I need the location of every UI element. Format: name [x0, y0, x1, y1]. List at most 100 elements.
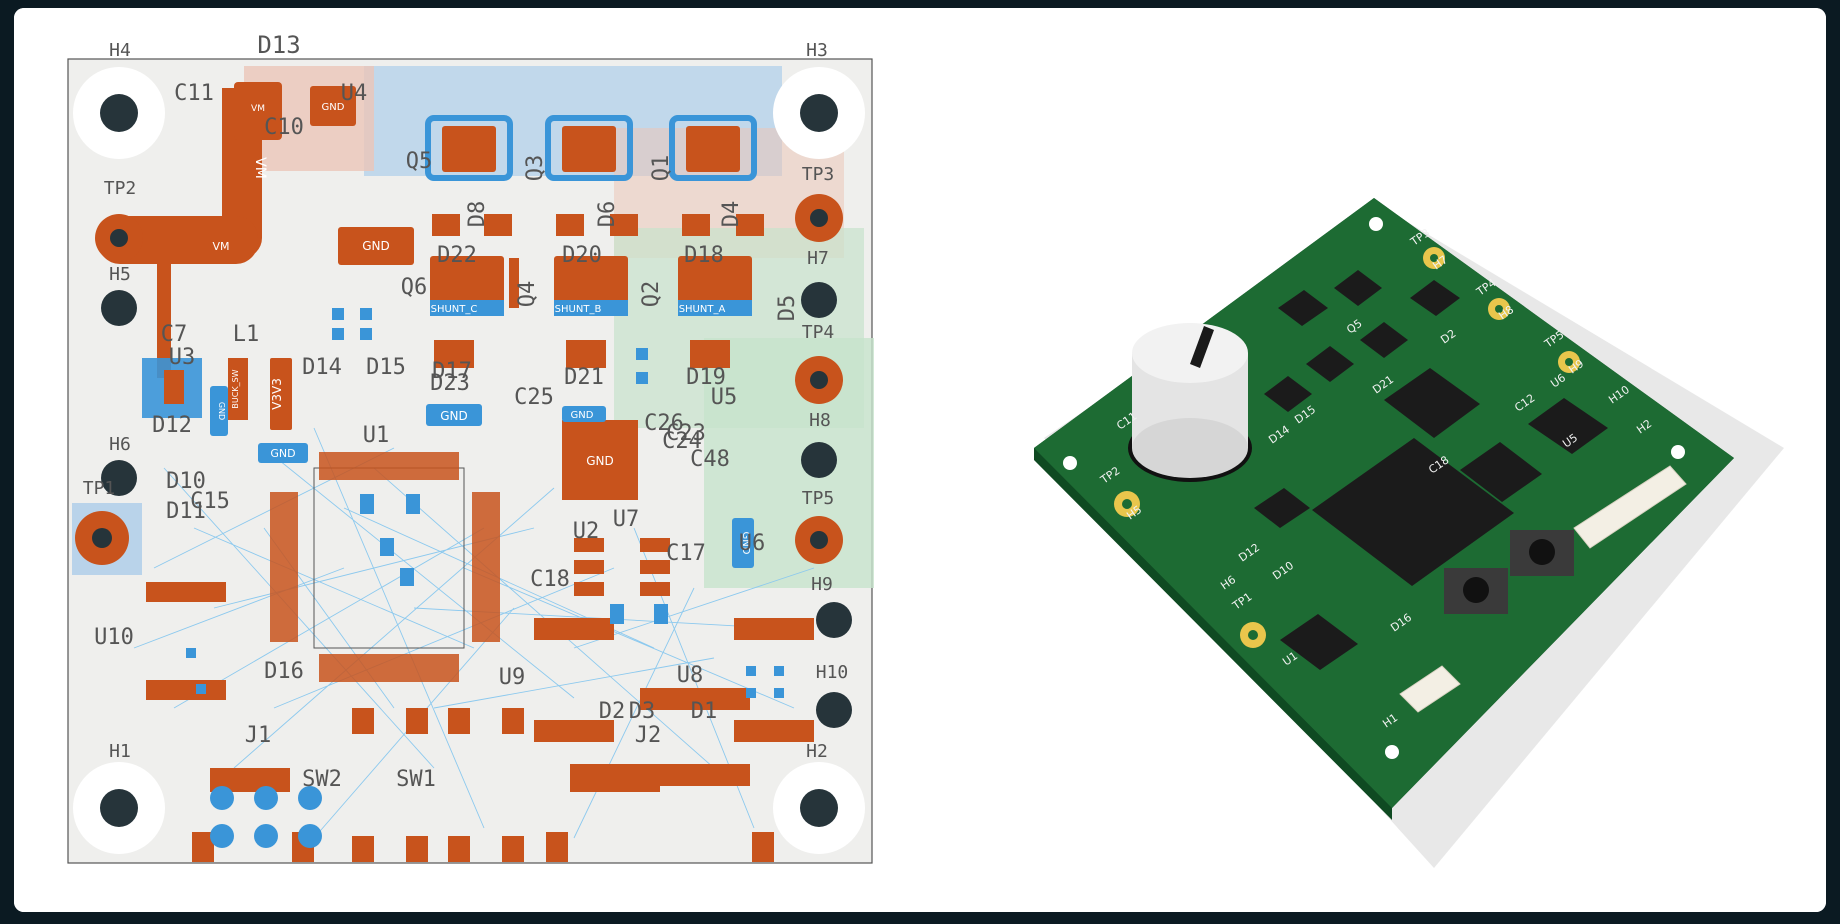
refdes-q4: Q4	[515, 281, 540, 308]
gnd-label-6: GND	[270, 447, 295, 460]
v3v3-label: V3V3	[270, 378, 284, 410]
refdes-u9: U9	[499, 665, 526, 690]
refdes-d3: D3	[629, 699, 656, 724]
refdes-h5: H5	[109, 264, 131, 285]
pads-3d	[1063, 217, 1685, 759]
refdes-q3: Q3	[523, 155, 548, 182]
refdes-tp2: TP2	[104, 178, 137, 199]
refdes-d10: D10	[166, 469, 206, 494]
viewer-frame: VM VM VM GND GND GND GND GND GND GND GND	[14, 8, 1826, 912]
refdes-c23: C23	[666, 421, 706, 446]
refdes-q1: Q1	[649, 155, 674, 182]
refdes-u10: U10	[94, 625, 134, 650]
gnd-label-4: GND	[586, 454, 614, 468]
tactile-switches	[1444, 530, 1574, 614]
refdes-d15: D15	[366, 355, 406, 380]
refdes-d1: D1	[691, 699, 718, 724]
gnd-label-1: GND	[322, 102, 345, 113]
refdes-d18: D18	[684, 243, 724, 268]
refdes-u4: U4	[341, 81, 368, 106]
shunt-c-label: SHUNT_C	[431, 304, 478, 315]
connectors-3d	[1399, 465, 1687, 713]
refdes-u8: U8	[677, 663, 704, 688]
mcu-footprint	[270, 452, 500, 682]
refdes-tp3: TP3	[802, 164, 835, 185]
refdes-j1: J1	[245, 723, 272, 748]
test-points	[75, 194, 843, 565]
refdes-c25: C25	[514, 385, 554, 410]
refdes-c17: C17	[666, 541, 706, 566]
pcb-3d-render-view[interactable]: TP3H7TP4H8TP5H9H10H2U6C12U5D21D15D14C11T…	[914, 8, 1826, 912]
pad-label-vm-3: VM	[252, 157, 268, 179]
refdes-sw2: SW2	[302, 767, 342, 792]
refdes-h2: H2	[806, 741, 828, 762]
refdes-tp1: TP1	[83, 478, 116, 499]
refdes-d17: D17	[432, 359, 472, 384]
refdes-d21: D21	[564, 365, 604, 390]
pad-label-vm-1: VM	[251, 104, 265, 114]
refdes-tp5: TP5	[802, 488, 835, 509]
refdes-l1: L1	[233, 322, 260, 347]
refdes-u5: U5	[711, 385, 738, 410]
mounting-holes	[73, 67, 865, 854]
refdes-c7: C7	[161, 322, 188, 347]
refdes-d14: D14	[302, 355, 342, 380]
refdes-sw1: SW1	[396, 767, 436, 792]
regulator-area: V3V3 BUCK_SW	[142, 358, 292, 430]
refdes-d4: D4	[719, 201, 744, 228]
refdes-h4: H4	[109, 40, 131, 61]
refdes-d23: D23	[430, 371, 470, 396]
refdes-d6: D6	[595, 201, 620, 228]
refdes-h10: H10	[816, 662, 849, 683]
refdes-u3: U3	[169, 345, 196, 370]
refdes-c48: C48	[690, 447, 730, 472]
refdes-h3: H3	[806, 40, 828, 61]
vias	[186, 308, 784, 848]
refdes-h1: H1	[109, 741, 131, 762]
refdes-d11: D11	[166, 499, 206, 524]
gnd-pads: GND GND GND GND GND GND GND GND	[210, 86, 754, 568]
pad-label-vm-2: VM	[212, 240, 229, 253]
refdes-tp4: TP4	[802, 322, 835, 343]
refdes-d13: D13	[257, 31, 300, 59]
refdes-j2: J2	[635, 723, 662, 748]
shunt-b-label: SHUNT_B	[555, 304, 602, 315]
refdes-q2: Q2	[639, 281, 664, 308]
mosfet-row: SHUNT_C SHUNT_B SHUNT_A	[425, 115, 764, 368]
refdes-d2: D2	[599, 699, 626, 724]
gnd-label-3: GND	[440, 409, 468, 423]
gnd-label-2: GND	[362, 239, 390, 253]
refdes-d5: D5	[775, 295, 800, 322]
refdes-h6: H6	[109, 434, 131, 455]
pcb-layout-2d-view[interactable]: VM VM VM GND GND GND GND GND GND GND GND	[14, 8, 914, 912]
refdes-d20: D20	[562, 243, 602, 268]
refdes-u6: U6	[739, 531, 766, 556]
refdes-h9: H9	[811, 574, 833, 595]
refdes-d16: D16	[264, 659, 304, 684]
ics-3d	[1254, 270, 1608, 670]
refdes-c26: C26	[644, 411, 684, 436]
refdes-u1: U1	[363, 423, 390, 448]
refdes-c10: C10	[264, 115, 304, 140]
shunt-a-label: SHUNT_A	[679, 304, 726, 315]
electrolytic-capacitor	[1128, 323, 1252, 482]
buck-sw-label: BUCK_SW	[231, 369, 240, 408]
gnd-label-8: GND	[217, 402, 226, 420]
refdes-c11: C11	[174, 81, 214, 106]
refdes-d12: D12	[152, 413, 192, 438]
refdes-d19: D19	[686, 365, 726, 390]
refdes-d8: D8	[465, 201, 490, 228]
refdes-q6: Q6	[401, 275, 428, 300]
refdes-h7: H7	[807, 248, 829, 269]
gnd-label-7: GND	[740, 532, 751, 555]
refdes-c18: C18	[530, 567, 570, 592]
refdes-c15: C15	[190, 489, 230, 514]
refdes-c24: C24	[662, 429, 702, 454]
gnd-label-5: GND	[571, 410, 594, 421]
refdes-q5: Q5	[406, 149, 433, 174]
refdes-d22: D22	[437, 243, 477, 268]
refdes-u7: U7	[613, 507, 640, 532]
refdes-u2: U2	[573, 519, 600, 544]
refdes-h8: H8	[809, 410, 831, 431]
